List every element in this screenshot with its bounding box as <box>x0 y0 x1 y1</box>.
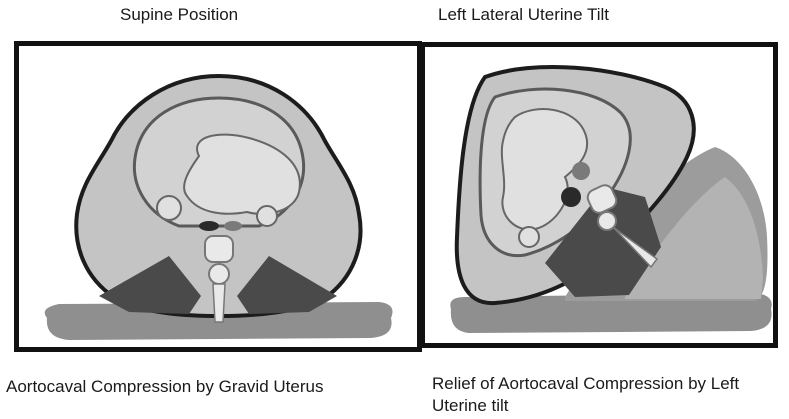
fetus <box>183 133 301 215</box>
vena-cava <box>199 221 219 231</box>
fetal-limb <box>256 205 278 227</box>
supine-title: Supine Position <box>120 5 239 24</box>
vertebral-body <box>586 184 618 214</box>
left-tilt-panel <box>420 42 778 348</box>
spinous-process <box>212 283 226 323</box>
left-paraspinal-muscle <box>99 256 201 314</box>
vertebral-body <box>204 235 234 263</box>
spinal-canal <box>208 263 230 285</box>
tilted-body-layer <box>625 177 763 299</box>
fetal-limb <box>518 226 540 248</box>
aorta <box>572 162 590 180</box>
spinous-process <box>612 226 659 269</box>
fetal-head <box>156 195 182 221</box>
right-paraspinal-muscle <box>237 256 337 314</box>
spinal-canal <box>597 211 617 231</box>
left-tilt-caption: Relief of Aortocaval Compression by Left… <box>432 374 740 415</box>
bed-surface <box>450 293 772 333</box>
supine-panel <box>14 41 422 352</box>
supine-cross-section-illustration <box>44 73 393 340</box>
aorta <box>224 221 242 231</box>
supine-caption: Aortocaval Compression by Gravid Uterus <box>6 377 324 396</box>
vena-cava <box>561 187 581 207</box>
paraspinal-muscle <box>545 187 661 297</box>
left-tilt-title: Left Lateral Uterine Tilt <box>438 5 610 24</box>
left-tilt-cross-section-illustration <box>450 65 772 333</box>
